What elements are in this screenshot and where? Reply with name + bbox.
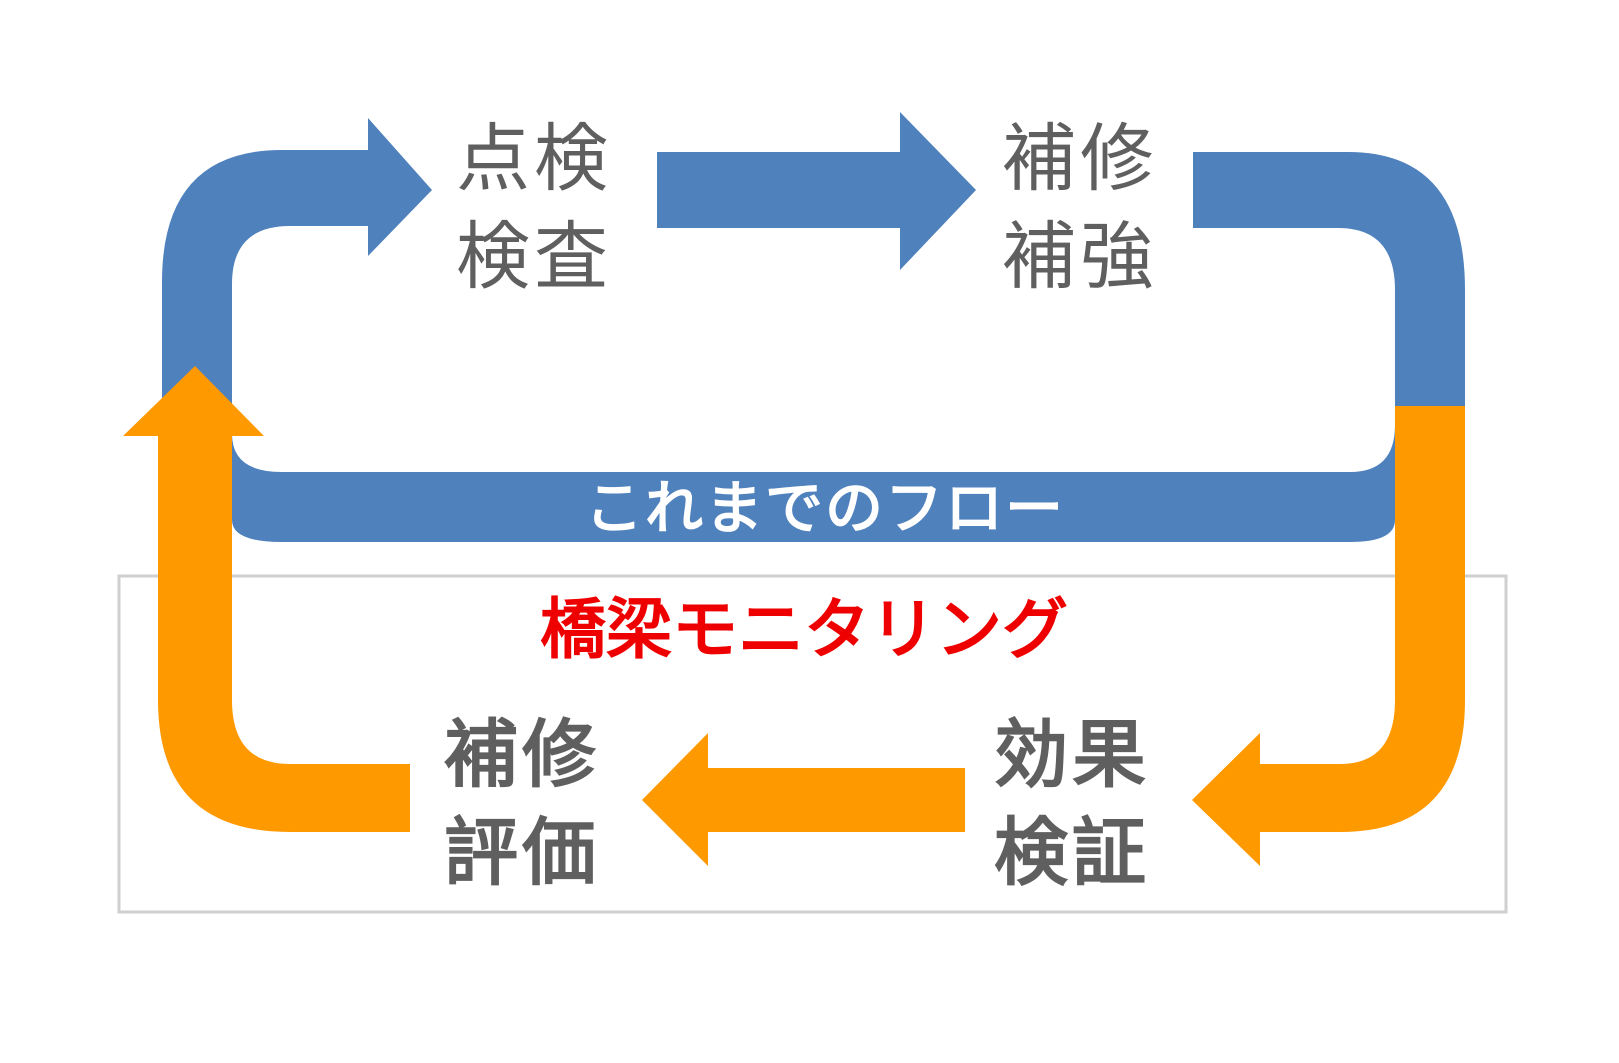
step-effect-verification-line2: 検証	[994, 810, 1150, 896]
blue-arrow-inspect-to-repair	[657, 112, 976, 270]
step-repair-reinforce-line2: 補強	[1002, 214, 1158, 300]
step-repair-evaluation: 補修 評価	[444, 706, 600, 902]
step-effect-verification-line1: 効果	[994, 712, 1150, 798]
orange-arrow-verify-to-evaluate	[642, 733, 965, 866]
step-repair-reinforce-line1: 補修	[1002, 116, 1158, 202]
blue-flow-bar	[232, 425, 1395, 542]
traditional-flow-title: これまでのフロー	[585, 474, 1066, 542]
bridge-monitoring-title: 橋梁モニタリング	[540, 591, 1068, 668]
step-effect-verification: 効果 検証	[994, 706, 1150, 902]
monitoring-box	[117, 574, 1508, 914]
step-inspection-line1: 点検	[456, 116, 612, 202]
orange-loop-right	[1192, 406, 1465, 866]
step-repair-evaluation-line2: 評価	[444, 810, 600, 896]
step-inspection: 点検 検査	[456, 110, 612, 306]
step-inspection-line2: 検査	[456, 214, 612, 300]
blue-loop-right	[1193, 152, 1465, 406]
orange-loop-left	[123, 366, 410, 832]
step-repair-reinforce: 補修 補強	[1002, 110, 1158, 306]
step-repair-evaluation-line1: 補修	[444, 712, 600, 798]
